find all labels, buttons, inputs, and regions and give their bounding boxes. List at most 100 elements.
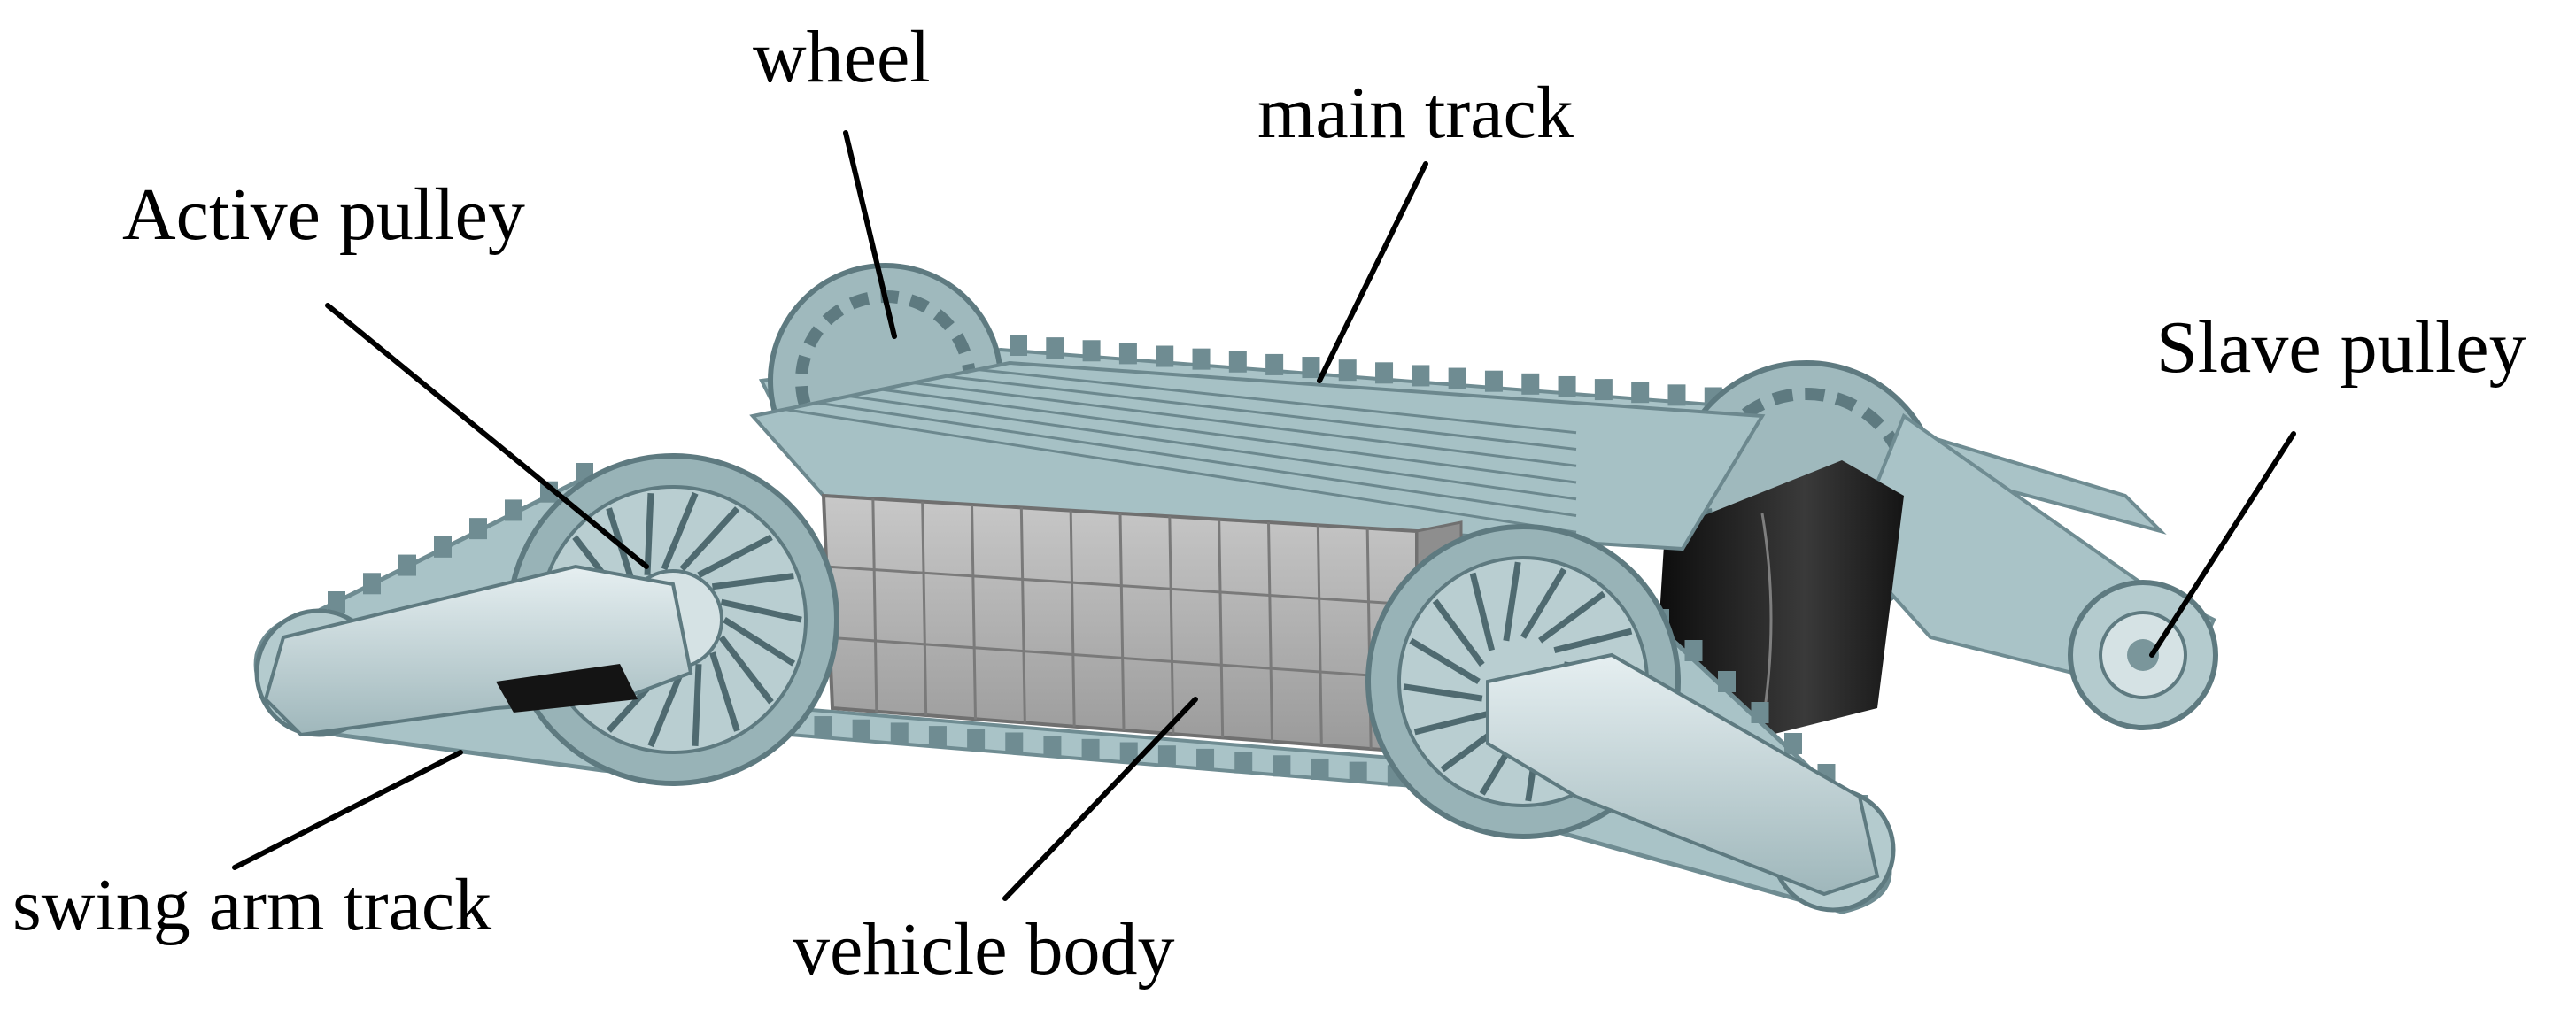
track-tooth	[469, 518, 487, 540]
track-tooth	[434, 536, 452, 558]
plate-rib	[848, 395, 1577, 501]
track-tooth	[967, 729, 986, 751]
wheel-spoke	[661, 491, 699, 571]
track-tooth	[1082, 340, 1101, 362]
plate-rib	[977, 368, 1577, 435]
wheel-spoke	[644, 493, 654, 575]
plate-rib	[785, 408, 1577, 534]
leader-lines	[232, 130, 2296, 901]
body-panel-seam	[1168, 516, 1175, 735]
plate-rib	[880, 388, 1577, 484]
label-slave-pulley: Slave pulley	[2156, 306, 2526, 389]
wheel-spoke	[1403, 683, 1483, 702]
track-tooth	[328, 591, 345, 613]
track-tooth	[1784, 733, 1802, 754]
label-swing-arm-track: swing arm track	[12, 864, 491, 946]
leader-main-track	[1317, 161, 1428, 383]
swing-arm-track-teeth	[328, 463, 593, 613]
track-tooth	[814, 716, 832, 738]
track-tooth	[1484, 370, 1503, 392]
track-tooth	[1119, 742, 1138, 764]
wheel-spoke	[1413, 709, 1493, 736]
track-tooth	[540, 481, 558, 503]
track-tooth	[1005, 732, 1024, 754]
track-tooth	[1667, 384, 1686, 406]
leader-slave-pulley	[2149, 431, 2296, 658]
plate-rib	[816, 401, 1577, 517]
wheel-spoke	[1469, 572, 1496, 651]
leader-active-pulley	[325, 303, 649, 569]
leader-vehicle-body	[1002, 697, 1198, 901]
leader-swing-arm-track	[232, 750, 463, 870]
body-panel-seam	[1267, 521, 1273, 742]
track-tooth	[1412, 365, 1430, 387]
body-panel-seam	[1069, 510, 1076, 727]
body-panel-seam	[824, 636, 1418, 681]
wheel-spoke	[1520, 567, 1567, 639]
track-tooth	[1234, 752, 1253, 774]
body-panel-seam	[921, 501, 928, 716]
vehicle-body-box	[821, 493, 1463, 755]
track-tooth	[1157, 745, 1176, 767]
wheel-spoke	[1538, 590, 1606, 644]
track-tooth	[363, 573, 381, 595]
track-tooth	[505, 499, 522, 521]
track-tooth	[1718, 671, 1736, 692]
track-tooth	[1118, 343, 1137, 365]
track-tooth	[1558, 375, 1576, 397]
wheel-spoke	[718, 635, 774, 705]
track-tooth	[1338, 359, 1357, 382]
wheel-spoke	[709, 651, 740, 732]
track-tooth	[1043, 736, 1062, 758]
track-tooth	[1156, 345, 1174, 367]
leader-wheel	[843, 130, 897, 339]
label-vehicle-body: vehicle body	[793, 908, 1175, 991]
wheel-spoke	[1553, 628, 1633, 654]
track-tooth	[1265, 353, 1284, 375]
track-tooth	[1228, 351, 1247, 373]
track-tooth	[398, 554, 416, 576]
label-main-track: main track	[1257, 72, 1574, 154]
track-tooth	[1594, 379, 1613, 401]
plate-rib	[913, 382, 1577, 467]
wheel-spoke	[697, 534, 773, 578]
top-plate	[749, 360, 1766, 551]
body-panel-seam	[1118, 513, 1126, 731]
slave-pulley-assembly	[1848, 412, 2218, 730]
body-panel-seam	[971, 504, 977, 720]
track-tooth	[1521, 373, 1540, 395]
track-tooth	[1631, 382, 1650, 404]
track-tooth	[852, 719, 870, 741]
track-tooth	[1046, 337, 1064, 359]
wheel-spoke	[692, 664, 702, 746]
track-tooth	[1302, 357, 1320, 379]
body-panel-seam	[1019, 507, 1026, 723]
label-active-pulley: Active pulley	[122, 173, 525, 256]
swing-arm-left	[263, 564, 693, 737]
track-tooth	[1192, 348, 1211, 370]
body-panel-seam	[824, 565, 1418, 606]
plate-rib	[945, 374, 1577, 451]
track-tooth	[1311, 758, 1329, 780]
track-tooth	[928, 726, 947, 748]
track-tooth	[1751, 702, 1769, 723]
track-tooth	[1684, 640, 1703, 661]
track-tooth	[1273, 755, 1291, 777]
track-tooth	[1196, 748, 1215, 770]
body-panel-seam	[1316, 525, 1323, 745]
track-tooth	[890, 722, 909, 744]
wheel-spoke	[723, 617, 796, 667]
wheel-spoke	[1432, 598, 1485, 667]
track-tooth	[1349, 761, 1367, 783]
wheel-spoke	[647, 668, 685, 748]
wheel-spoke	[711, 573, 794, 590]
top-plate-ribs	[785, 368, 1577, 534]
track-tooth	[1010, 335, 1027, 356]
body-panel-seam	[1218, 519, 1225, 738]
swing-arm-right	[1486, 652, 1880, 897]
label-wheel: wheel	[753, 16, 931, 98]
wheel-spoke	[679, 506, 740, 572]
wheel-spoke	[1409, 637, 1481, 684]
